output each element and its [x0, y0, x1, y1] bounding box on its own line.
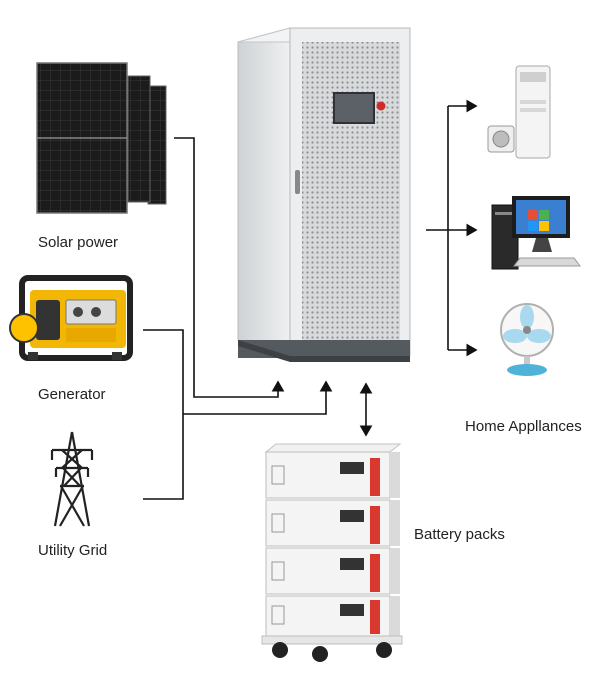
battery-module [265, 595, 400, 637]
air-conditioner-icon [487, 65, 551, 159]
battery-stack-icon [261, 443, 403, 662]
power-pylon-icon [50, 431, 94, 527]
fan-icon [500, 303, 554, 376]
battery-packs-label: Battery packs [414, 526, 505, 543]
computer-icon [491, 196, 581, 270]
inverter-cabinet-icon [237, 27, 411, 362]
solar-panel-icon [36, 62, 167, 214]
utility-grid-label: Utility Grid [38, 542, 108, 559]
battery-module [265, 547, 400, 595]
generator-icon [9, 275, 133, 361]
generator-label: Generator [38, 386, 106, 403]
solar-label: Solar power [38, 234, 119, 251]
battery-module [265, 451, 400, 499]
connection-lines [143, 99, 478, 500]
home-appliances-label: Home Appllances [465, 418, 582, 435]
battery-module [265, 499, 400, 547]
